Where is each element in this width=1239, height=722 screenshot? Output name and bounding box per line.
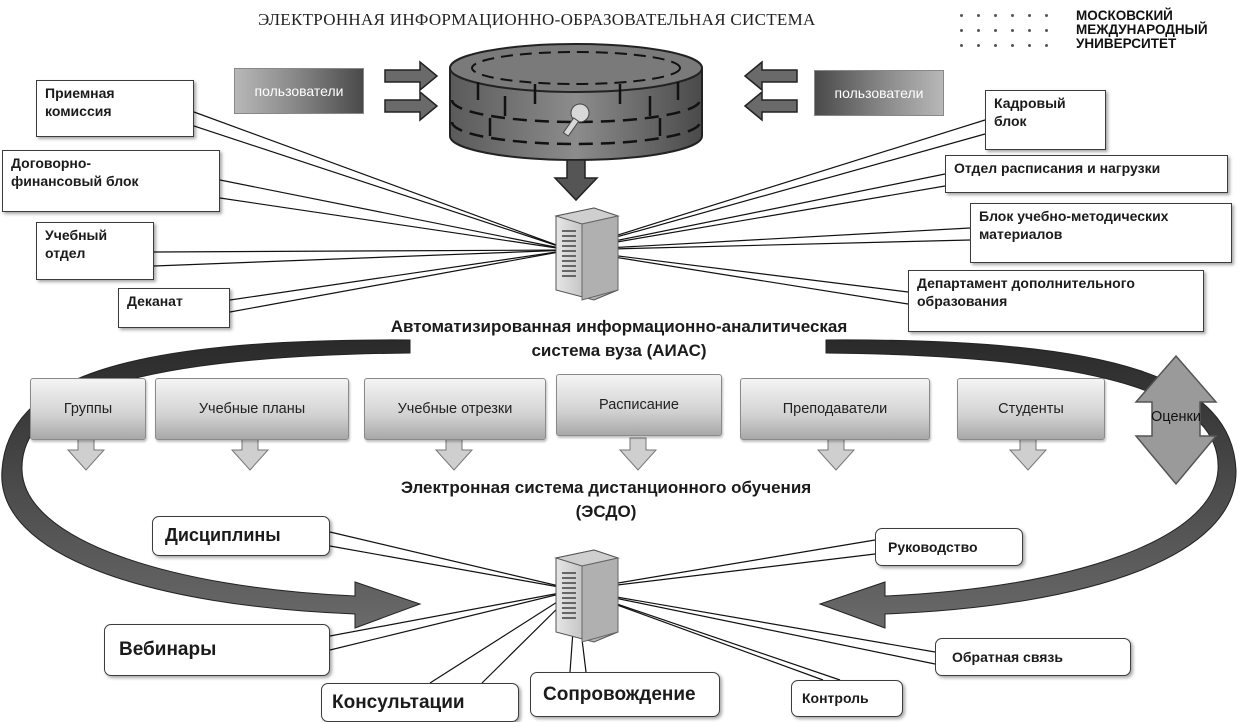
module-down-arrow-icon xyxy=(66,437,106,471)
connector-line xyxy=(219,197,571,251)
esdo-service-feedback: Обратная связь xyxy=(935,638,1131,676)
users-arrows-left xyxy=(384,60,439,122)
connector-line xyxy=(329,545,577,591)
aias-unit-schedule: Отдел расписания и нагрузки xyxy=(945,155,1228,193)
connector-line xyxy=(575,589,936,653)
module-down-arrow-icon xyxy=(230,437,270,471)
down-arrow-icon xyxy=(553,159,599,202)
module-grades: Оценки xyxy=(1151,409,1201,425)
university-logo: МОСКОВСКИЙ МЕЖДУНАРОДНЫЙ УНИВЕРСИТЕТ xyxy=(1076,8,1208,51)
module-arrows xyxy=(66,437,1048,471)
aias-unit-finance: Договорно-финансовый блок xyxy=(2,150,220,212)
module-down-arrow-icon xyxy=(1008,437,1048,471)
esdo-title: Электронная система дистанционного обуче… xyxy=(400,478,812,521)
users-left: пользователи xyxy=(234,68,364,114)
esdo-service-management: Руководство xyxy=(875,528,1023,566)
connector-line xyxy=(569,227,971,251)
connector-line xyxy=(193,111,571,251)
esdo-service-disciplines: Дисциплины xyxy=(152,516,330,556)
connector-line xyxy=(153,249,571,267)
connector-line xyxy=(219,179,571,251)
esdo-connectors xyxy=(329,531,936,684)
esdo-service-consultations: Консультации xyxy=(321,683,519,722)
aias-connectors xyxy=(153,111,986,313)
connector-line xyxy=(569,249,909,293)
logo-dots xyxy=(960,14,1062,47)
module-study-periods: Учебные отрезки xyxy=(364,378,546,440)
connector-line xyxy=(329,589,577,651)
connector-line xyxy=(329,531,577,591)
module-down-arrow-icon xyxy=(816,437,856,471)
aias-unit-deans-office: Деканат xyxy=(118,288,230,328)
connector-line xyxy=(569,173,946,251)
grades-double-arrow-icon xyxy=(1134,354,1218,486)
connector-line xyxy=(569,239,971,251)
page-title: ЭЛЕКТРОННАЯ ИНФОРМАЦИОННО-ОБРАЗОВАТЕЛЬНА… xyxy=(258,10,816,29)
aias-server-icon xyxy=(554,207,620,301)
connector-line xyxy=(429,589,577,684)
connector-line xyxy=(229,249,571,301)
module-curricula: Учебные планы xyxy=(155,378,349,440)
esdo-service-webinars: Вебинары xyxy=(104,624,330,676)
connector-line xyxy=(229,249,571,313)
connector-line xyxy=(575,539,876,591)
users-right: пользователи xyxy=(814,70,944,116)
connector-line xyxy=(575,589,936,665)
database-cylinder-icon xyxy=(449,43,703,161)
connector-line xyxy=(193,125,571,251)
module-students: Студенты xyxy=(957,378,1105,440)
module-down-arrow-icon xyxy=(434,437,474,471)
connector-line xyxy=(575,589,841,681)
connector-line xyxy=(575,553,876,591)
connector-line xyxy=(569,119,986,251)
esdo-server-icon xyxy=(554,549,620,643)
module-down-arrow-icon xyxy=(618,437,658,471)
users-arrows-right xyxy=(743,60,798,122)
connector-line xyxy=(569,185,946,251)
module-groups: Группы xyxy=(30,378,146,440)
connector-line xyxy=(153,249,571,253)
aias-title: Автоматизированная информационно-аналити… xyxy=(390,317,848,360)
connector-line xyxy=(329,589,577,637)
esdo-service-support: Сопровождение xyxy=(530,672,720,717)
module-teachers: Преподаватели xyxy=(740,378,930,440)
connector-line xyxy=(569,249,909,305)
esdo-service-control: Контроль xyxy=(791,680,903,717)
connector-line xyxy=(569,133,986,251)
module-schedule: Расписание xyxy=(556,374,722,436)
